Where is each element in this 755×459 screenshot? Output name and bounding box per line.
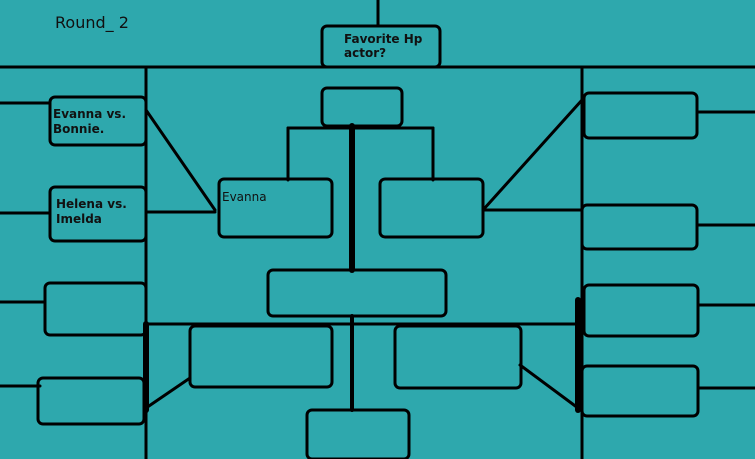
left-next-2-box: [188, 324, 334, 389]
left-matchup-2-box: [48, 185, 148, 243]
final-top-box: [320, 86, 404, 128]
right-next-1-box: [378, 177, 485, 239]
left-matchup-2-text: Helena vs. Imelda: [56, 197, 127, 226]
right-matchup-4-box: [580, 364, 700, 418]
left-matchup-1-text: Evanna vs. Bonnie.: [53, 107, 127, 136]
bottom-slot-box: [305, 408, 411, 459]
right-matchup-1-box: [582, 91, 699, 140]
right-matchup-3-box: [582, 283, 700, 338]
left-matchup-4-box: [36, 376, 146, 426]
winner-box: [266, 268, 448, 318]
right-connector-diag: [481, 98, 584, 212]
left-matchup-1-box: [48, 95, 148, 147]
question-box: [320, 24, 442, 69]
round-label: Round_ 2: [55, 13, 129, 32]
right-matchup-2-box: [580, 203, 699, 251]
left-next-1-box: [217, 177, 334, 239]
left-matchup-3-box: [43, 281, 148, 337]
left-next-1-text: Evanna: [222, 190, 267, 204]
left-connector-diag: [144, 108, 217, 212]
right-next-2-box: [393, 324, 523, 390]
question-text: Favorite Hp actor?: [344, 32, 423, 60]
right-lower-diag: [518, 363, 580, 410]
left-lower-diag: [144, 376, 192, 410]
